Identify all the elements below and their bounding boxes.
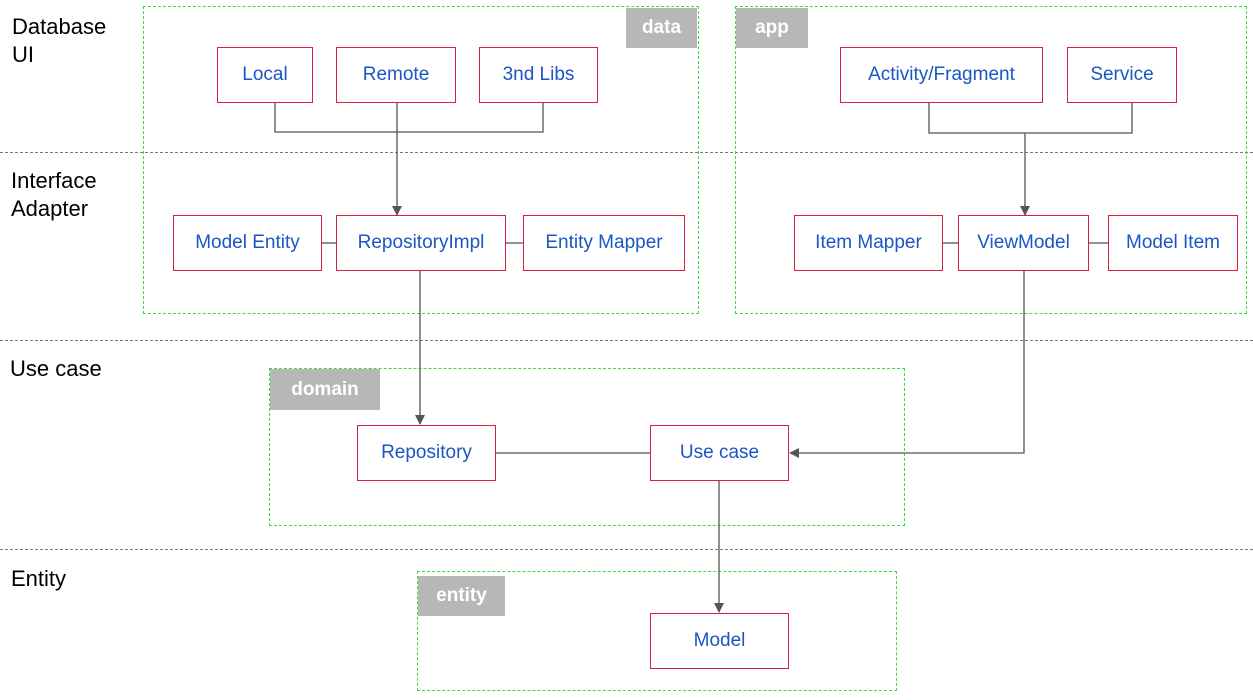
module-tag-domain: domain xyxy=(270,369,380,410)
node-remote: Remote xyxy=(336,47,456,103)
layer-separator-1 xyxy=(0,152,1253,153)
node-3nd-libs: 3nd Libs xyxy=(479,47,598,103)
node-model-entity: Model Entity xyxy=(173,215,322,271)
module-data xyxy=(143,6,699,314)
node-model-item: Model Item xyxy=(1108,215,1238,271)
node-repository: Repository xyxy=(357,425,496,481)
node-repository-impl: RepositoryImpl xyxy=(336,215,506,271)
node-item-mapper: Item Mapper xyxy=(794,215,943,271)
layer-label-interface-adapter: Interface Adapter xyxy=(11,168,97,221)
node-activity-fragment: Activity/Fragment xyxy=(840,47,1043,103)
node-service: Service xyxy=(1067,47,1177,103)
layer-label-entity: Entity xyxy=(11,566,67,591)
layer-separator-3 xyxy=(0,549,1253,550)
layer-label-use-case: Use case xyxy=(10,356,102,381)
module-tag-entity: entity xyxy=(418,576,505,616)
module-entity xyxy=(417,571,897,691)
layer-separator-2 xyxy=(0,340,1253,341)
node-entity-mapper: Entity Mapper xyxy=(523,215,685,271)
node-use-case: Use case xyxy=(650,425,789,481)
module-tag-app: app xyxy=(736,8,808,48)
module-tag-data: data xyxy=(626,8,697,48)
layer-label-database-ui: Database UI xyxy=(12,14,107,67)
node-view-model: ViewModel xyxy=(958,215,1089,271)
node-model: Model xyxy=(650,613,789,669)
node-local: Local xyxy=(217,47,313,103)
